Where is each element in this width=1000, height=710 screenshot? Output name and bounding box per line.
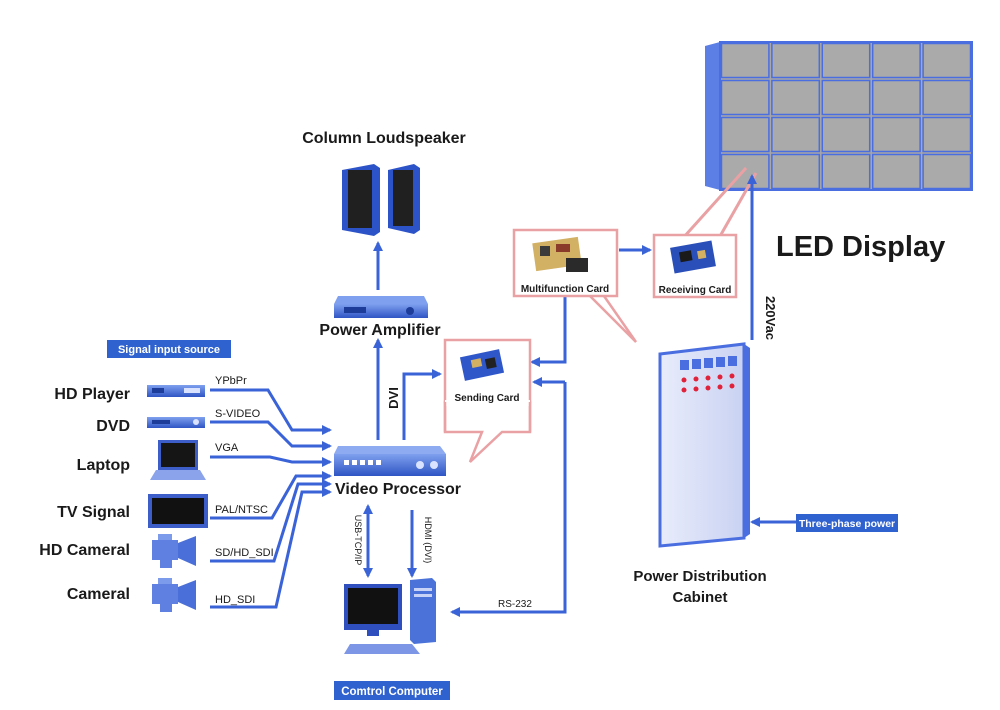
sending-card-label: Sending Card [454, 393, 519, 404]
signal-label-vga: VGA [215, 442, 239, 454]
hdmi-dvi-label: HDMI (DVI) [423, 517, 433, 564]
signal-label-pal-ntsc: PAL/NTSC [215, 504, 268, 516]
led-panel-side [705, 42, 720, 190]
led-display-label: LED Display [776, 231, 945, 263]
dvd-icon [147, 417, 205, 428]
receiving-card-label: Receiving Card [659, 285, 732, 296]
source-label-dvd: DVD [96, 418, 130, 435]
led-module-cell [922, 42, 972, 79]
led-module-cell [871, 42, 921, 79]
rs232-label: RS-232 [498, 599, 532, 610]
laptop-icon [150, 440, 206, 480]
power-distribution-label-line1: Power Distribution [633, 568, 766, 585]
control-computer-label: Comtrol Computer [341, 686, 443, 698]
source-label-hd-player: HD Player [54, 386, 130, 403]
sending-card-icon [459, 349, 505, 381]
signal-input-source-badge [107, 340, 231, 358]
led-module-cell [871, 153, 921, 190]
source-label-tv-signal: TV Signal [57, 504, 130, 521]
vac220-label: 220Vac [763, 296, 778, 340]
led-module-cell [720, 79, 770, 116]
source-label-hd-camera: HD Cameral [39, 542, 130, 559]
signal-label-hd-sdi: HD_SDI [215, 594, 255, 606]
led-module-cell [922, 153, 972, 190]
led-module-cell [720, 42, 770, 79]
led-module-cell [771, 42, 821, 79]
led-module-cell [821, 116, 871, 153]
tv-signal-icon [148, 494, 208, 528]
flow-arrows [363, 174, 800, 617]
hd-camera-icon [152, 534, 196, 568]
led-module-cell [871, 79, 921, 116]
signal-input-source-label: Signal input source [118, 344, 220, 356]
dvi-label: DVI [386, 387, 401, 409]
led-module-cell [871, 116, 921, 153]
led-module-cell [771, 116, 821, 153]
hd-player-icon [147, 385, 205, 397]
receiving-card-icon [670, 240, 716, 274]
multifunction-card-label: Multifunction Card [521, 284, 609, 295]
source-label-camera: Cameral [67, 586, 130, 603]
signal-label-ypbpr: YPbPr [215, 375, 247, 387]
control-computer-badge [334, 681, 450, 700]
led-module-cell [720, 116, 770, 153]
three-phase-power-label: Three-phase power [799, 518, 895, 530]
led-module-cell [821, 42, 871, 79]
signal-label-s-video: S-VIDEO [215, 408, 261, 420]
power-distribution-label-line2: Cabinet [672, 589, 727, 606]
led-module-cell [720, 153, 770, 190]
control-computer-icon [344, 578, 436, 654]
source-label-laptop: Laptop [77, 457, 131, 474]
led-module-cell [821, 153, 871, 190]
power-amplifier-label: Power Amplifier [319, 322, 440, 339]
led-module-cell [922, 79, 972, 116]
power-distribution-cabinet-icon [658, 342, 750, 548]
led-module-cell [821, 79, 871, 116]
led-module-cell [922, 116, 972, 153]
three-phase-power-badge [796, 514, 898, 532]
led-module-cell [771, 153, 821, 190]
led-panel-grid [719, 41, 973, 191]
led-display-panel [705, 41, 973, 191]
led-module-cell [771, 79, 821, 116]
loudspeaker-icon [342, 164, 420, 236]
multifunction-card-icon [532, 236, 588, 272]
source-arrows [210, 388, 332, 609]
video-processor-icon [334, 446, 446, 476]
signal-label-sd-hd-sdi: SD/HD_SDI [215, 547, 274, 559]
video-processor-label: Video Processor [335, 481, 461, 498]
column-loudspeaker-label: Column Loudspeaker [302, 130, 466, 147]
usb-tcp-ip-label: USB-TCP/IP [353, 515, 363, 566]
camera-icon [152, 578, 196, 612]
power-amplifier-icon [334, 296, 428, 318]
